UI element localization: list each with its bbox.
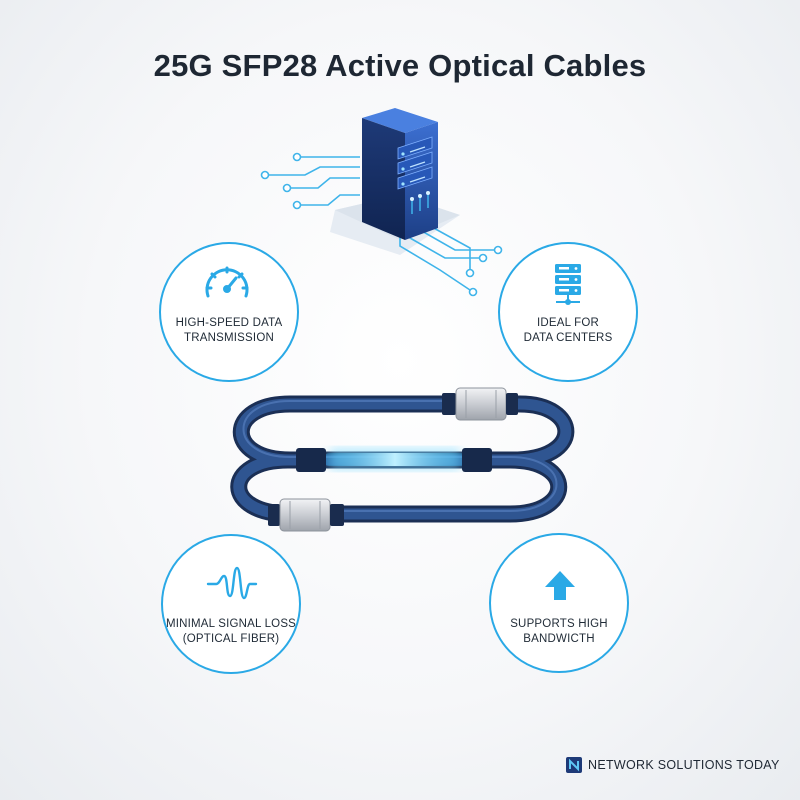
speedometer-icon bbox=[205, 266, 249, 298]
ns-logo-icon bbox=[566, 757, 582, 773]
feature-label-line: DATA CENTERS bbox=[523, 332, 613, 344]
feature-label-data-centers: IDEAL FOR DATA CENTERS bbox=[483, 316, 653, 346]
server-rack-icon bbox=[555, 264, 581, 305]
feature-label-bandwidth: SUPPORTS HIGH BANDWICTH bbox=[474, 617, 644, 647]
feature-label-line: TRANSMISSION bbox=[184, 332, 274, 344]
feature-label-line: SUPPORTS HIGH bbox=[510, 618, 608, 630]
feature-label-line: MINIMAL SIGNAL LOSS bbox=[165, 618, 297, 630]
feature-circle-signal-loss bbox=[161, 534, 301, 674]
feature-label-line: BANDWICTH bbox=[523, 633, 595, 645]
brand-name: NETWORK SOLUTIONS TODAY bbox=[588, 758, 780, 772]
feature-circle-data-centers bbox=[498, 242, 638, 382]
feature-circle-high-speed bbox=[159, 242, 299, 382]
up-arrow-icon bbox=[545, 571, 575, 600]
feature-label-line: IDEAL FOR bbox=[536, 317, 600, 329]
signal-wave-icon bbox=[206, 566, 258, 600]
feature-label-line: HIGH-SPEED DATA bbox=[175, 317, 283, 329]
feature-circle-bandwidth bbox=[489, 533, 629, 673]
feature-label-signal-loss: MINIMAL SIGNAL LOSS (OPTICAL FIBER) bbox=[146, 617, 316, 647]
feature-label-high-speed: HIGH-SPEED DATA TRANSMISSION bbox=[144, 316, 314, 346]
brand: NETWORK SOLUTIONS TODAY bbox=[566, 757, 780, 773]
feature-label-line: (OPTICAL FIBER) bbox=[182, 633, 280, 645]
server-rack-illustration bbox=[260, 108, 503, 297]
page-title: 25G SFP28 Active Optical Cables bbox=[153, 48, 647, 83]
optical-cable-illustration bbox=[230, 387, 575, 532]
